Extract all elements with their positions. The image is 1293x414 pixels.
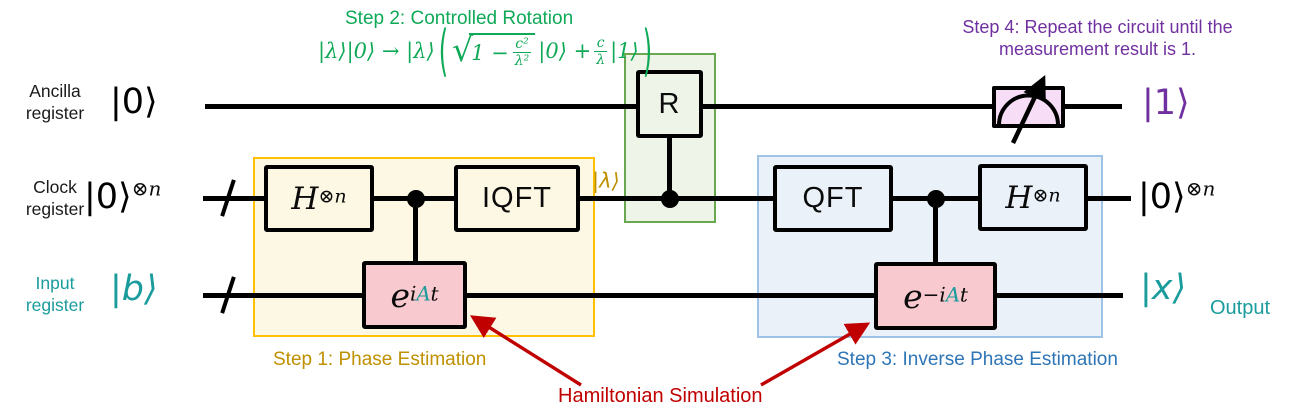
hadamard-right-label: H⊗n xyxy=(1005,179,1061,216)
inverse-hamiltonian-evolution-gate: e−iAt xyxy=(874,262,997,330)
formula-lhs: |λ⟩|0⟩ → |λ⟩ xyxy=(318,39,435,64)
step4-note: Step 4: Repeat the circuit until the mea… xyxy=(962,17,1233,59)
iqft-gate: IQFT xyxy=(454,165,580,232)
step3-label: Step 3: Inverse Phase Estimation xyxy=(837,349,1118,370)
iqft-label: IQFT xyxy=(481,182,553,214)
formula-open-paren: ( xyxy=(438,18,449,84)
rotation-gate: R xyxy=(636,70,703,138)
ancilla-state-ket: |0⟩ xyxy=(110,82,158,122)
formula-close-paren: ) xyxy=(642,18,653,84)
e-neg-iat-label: e−iAt xyxy=(903,276,968,316)
step1-label: Step 1: Phase Estimation xyxy=(273,349,487,370)
qft-gate: QFT xyxy=(773,165,893,232)
control-dot-rotation xyxy=(661,190,679,208)
output-caption: Output xyxy=(1210,297,1271,319)
hamiltonian-simulation-label: Hamiltonian Simulation xyxy=(558,385,763,407)
e-iat-label: eiAt xyxy=(390,275,439,315)
control-line-e-neg-iat xyxy=(933,198,938,264)
solution-output-ket: |x⟩ xyxy=(1140,268,1187,308)
measurement-gate xyxy=(992,86,1065,128)
ancilla-output-ket: |1⟩ xyxy=(1142,83,1190,123)
input-state-ket: |b⟩ xyxy=(110,269,158,309)
control-dot-e-iat xyxy=(407,190,425,208)
hadamard-left-label: H⊗n xyxy=(291,180,347,217)
hamiltonian-evolution-gate: eiAt xyxy=(362,261,467,329)
radical-sign: √ xyxy=(452,30,474,69)
control-line-e-iat xyxy=(413,198,418,263)
input-wire xyxy=(203,293,1123,298)
hadamard-n-gate-right: H⊗n xyxy=(978,164,1088,231)
qft-label: QFT xyxy=(802,182,864,214)
hadamard-n-gate-left: H⊗n xyxy=(264,165,374,232)
clock-state-ket: |0⟩⊗n xyxy=(84,176,162,217)
control-dot-e-neg-iat xyxy=(927,190,945,208)
rotation-label: R xyxy=(658,87,681,120)
step2-title: Step 2: Controlled Rotation xyxy=(345,8,574,29)
control-line-rotation xyxy=(667,136,672,200)
clock-output-ket: |0⟩⊗n xyxy=(1138,176,1216,217)
lambda-wire-label: |λ⟩ xyxy=(592,169,620,193)
